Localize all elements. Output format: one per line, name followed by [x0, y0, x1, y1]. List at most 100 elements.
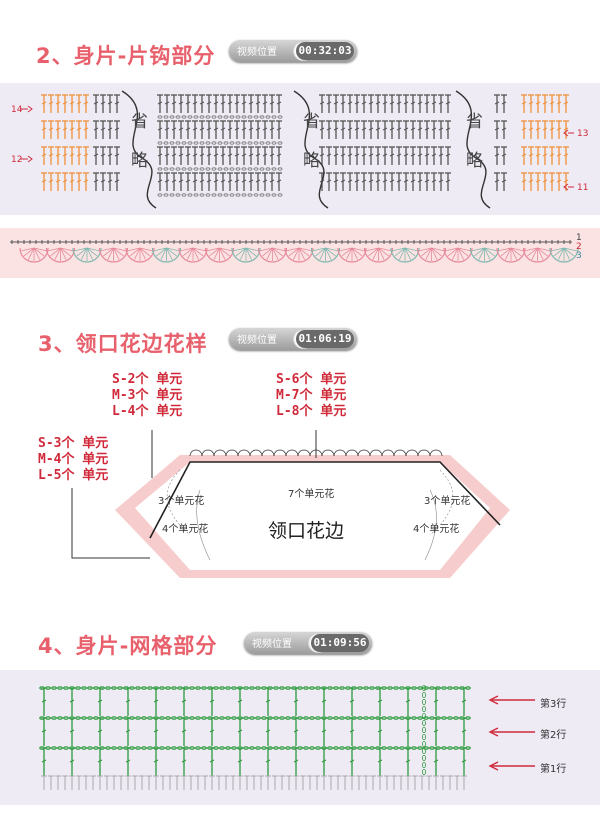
dc-bar — [265, 729, 271, 733]
fan-spoke — [537, 247, 548, 257]
dark-stitch-bar — [368, 153, 374, 157]
omitted-label-2-top: 省 — [303, 112, 320, 132]
row-number-2: 2 — [576, 242, 582, 252]
orange-stitch-bar — [563, 153, 569, 157]
dark-stitch-bar — [100, 101, 106, 105]
fan-spoke — [245, 247, 257, 257]
chain-stitch — [57, 746, 63, 750]
chain-dot — [265, 141, 271, 145]
fan-spoke — [378, 247, 389, 257]
chain-dot — [217, 115, 223, 119]
fan-spoke — [551, 247, 565, 252]
dark-stitch-bar — [107, 101, 113, 105]
dc-bar — [377, 699, 383, 703]
dc-bar — [377, 729, 383, 733]
orange-stitch-bar — [69, 179, 75, 183]
chain-stitch — [105, 716, 111, 720]
dc-bar — [433, 759, 439, 763]
fan-spoke — [378, 247, 385, 260]
collar-label-center-top: 7个单元花 — [288, 489, 335, 500]
dark-stitch-bar — [438, 127, 444, 131]
chain-stitch — [447, 716, 453, 720]
orange-stitch-bar — [62, 127, 68, 131]
dark-stitch-bar — [234, 153, 240, 157]
chain-stitch — [135, 716, 141, 720]
dark-stitch-bar — [262, 179, 268, 183]
chain-dot — [253, 141, 259, 145]
size-l: L-8个 单元 — [276, 404, 347, 419]
video-time: 01:06:19 — [296, 330, 354, 348]
dark-stitch-bar — [220, 179, 226, 183]
turn-arrow-head — [27, 155, 33, 163]
dark-stitch-bar — [185, 153, 191, 157]
chain-stitch — [51, 716, 57, 720]
chain-dot — [247, 115, 253, 119]
chain-dot — [181, 167, 187, 171]
chain-stitch — [171, 686, 177, 690]
chain-stitch — [189, 746, 195, 750]
chain-stitch — [171, 746, 177, 750]
fan-spoke — [245, 247, 259, 252]
fan-spoke — [537, 247, 544, 260]
scallop — [201, 449, 215, 457]
dark-stitch-bar — [333, 101, 339, 105]
chain-stitch — [333, 716, 339, 720]
dark-stitch-bar — [227, 127, 233, 131]
chain-dot — [253, 193, 259, 197]
chain-stitch — [273, 716, 279, 720]
dark-stitch-bar — [403, 127, 409, 131]
chain-stitch — [393, 716, 399, 720]
dark-stitch-bar — [375, 153, 381, 157]
chain-stitch — [441, 716, 447, 720]
orange-stitch-bar — [62, 153, 68, 157]
chain-dot — [169, 193, 175, 197]
fan-spoke — [404, 247, 418, 252]
fan-spoke — [484, 247, 495, 257]
fan-spoke — [325, 247, 339, 252]
chain-dot — [247, 193, 253, 197]
chain-dot — [175, 141, 181, 145]
orange-stitch-bar — [521, 101, 527, 105]
fan-spoke — [192, 247, 206, 252]
fan-arc — [549, 247, 579, 263]
chain-stitch — [423, 716, 429, 720]
orange-stitch-bar — [528, 101, 534, 105]
chain-stitch — [393, 746, 399, 750]
orange-stitch-bar — [556, 127, 562, 131]
video-position-badge-2[interactable]: 视频位置 01:06:19 — [229, 328, 357, 350]
dark-stitch-bar — [157, 153, 163, 157]
dark-stitch-bar — [354, 101, 360, 105]
dark-stitch-bar — [192, 101, 198, 105]
omitted-label-3-top: 省 — [466, 112, 483, 132]
chain-stitch — [303, 716, 309, 720]
dark-stitch-bar — [438, 179, 444, 183]
fan-spoke — [457, 247, 469, 257]
turning-chain — [421, 684, 426, 691]
row-arrow-head — [488, 727, 499, 737]
dark-stitch-bar — [389, 179, 395, 183]
dark-stitch-bar — [340, 153, 346, 157]
video-position-badge[interactable]: 视频位置 00:32:03 — [229, 40, 357, 62]
guide-arc — [424, 489, 437, 561]
dark-stitch-bar — [333, 179, 339, 183]
dark-stitch-bar — [326, 127, 332, 131]
scallop — [357, 449, 371, 457]
chain-stitch — [255, 686, 261, 690]
chain-stitch — [195, 746, 201, 750]
fan-spoke — [213, 247, 220, 260]
fan-spoke — [182, 247, 194, 257]
dc-bar — [153, 699, 159, 703]
video-position-badge-3[interactable]: 视频位置 01:09:56 — [244, 632, 372, 654]
chain-dot — [229, 141, 235, 145]
chain-stitch — [357, 746, 363, 750]
scallop — [369, 449, 383, 457]
dark-stitch-bar — [171, 127, 177, 131]
chain-dot — [259, 115, 265, 119]
orange-stitch-bar — [41, 153, 47, 157]
chain-stitch — [369, 686, 375, 690]
guide-arc — [196, 489, 211, 561]
dark-stitch-bar — [93, 101, 99, 105]
chain-stitch — [117, 716, 123, 720]
dark-stitch-bar — [114, 127, 120, 131]
chain-stitch — [75, 716, 81, 720]
